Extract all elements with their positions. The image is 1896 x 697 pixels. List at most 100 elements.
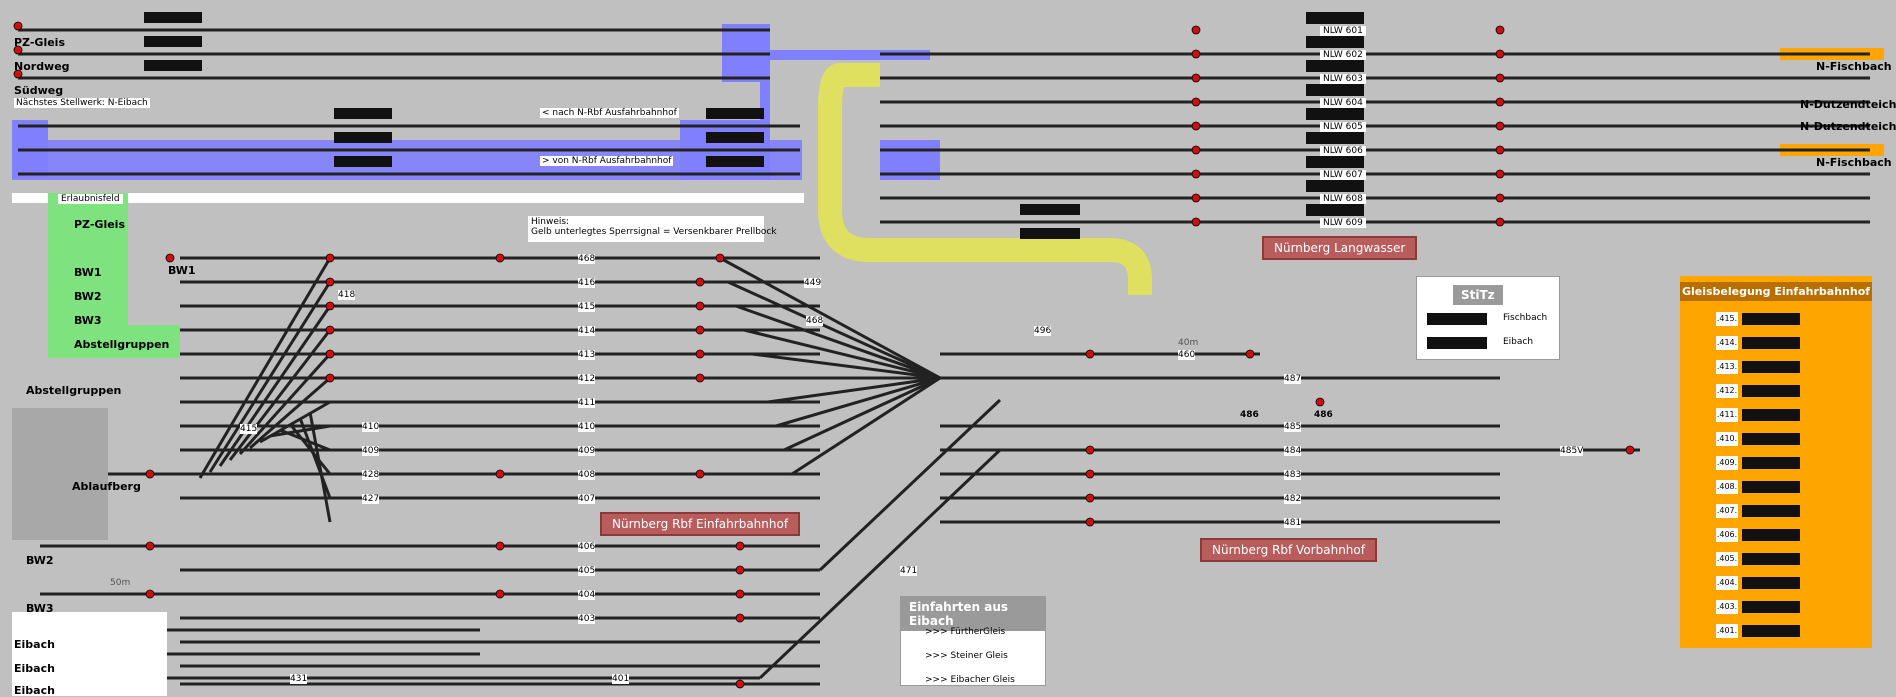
occupancy-indicator (334, 132, 392, 143)
occupancy-indicator (1020, 228, 1080, 239)
erlaubnis-abstellgruppen[interactable]: Abstellgruppen (74, 338, 170, 351)
signal-icon[interactable] (1495, 193, 1505, 203)
signal-icon[interactable] (735, 565, 745, 575)
signal-icon[interactable] (1191, 145, 1201, 155)
nlw-track-label: NLW 608 (1320, 194, 1366, 204)
erlaubnis-bw3[interactable]: BW3 (74, 314, 102, 327)
signal-icon[interactable] (495, 253, 505, 263)
tracks-group (13, 12, 1870, 695)
track-number-431: 431 (290, 674, 308, 684)
signal-icon[interactable] (325, 349, 335, 359)
einfahr-track-number: 404 (578, 590, 596, 600)
track-segment (791, 376, 941, 476)
einfahrten-panel: Einfahrten aus Eibach >>> FürtherGleis >… (900, 596, 1046, 686)
signal-icon[interactable] (695, 349, 705, 359)
signal-icon[interactable] (1495, 217, 1505, 227)
signal-icon[interactable] (1495, 121, 1505, 131)
dest-fischbach-2: N-Fischbach (1816, 156, 1892, 169)
signal-icon[interactable] (325, 253, 335, 263)
signal-icon[interactable] (13, 45, 23, 55)
signal-icon[interactable] (715, 253, 725, 263)
signal-icon[interactable] (145, 589, 155, 599)
occupancy-indicator (144, 60, 202, 71)
signal-icon[interactable] (1495, 49, 1505, 59)
gleisbelegung-indicator (1742, 361, 1800, 373)
occupancy-indicator (334, 108, 392, 119)
signal-icon[interactable] (165, 253, 175, 263)
signal-icon[interactable] (325, 373, 335, 383)
track-segment (198, 257, 332, 479)
signal-icon[interactable] (1191, 73, 1201, 83)
signal-icon[interactable] (325, 277, 335, 287)
nlw-track-label: NLW 602 (1320, 50, 1366, 60)
einfahrt-fuerther-gleis[interactable]: >>> FürtherGleis (925, 627, 1006, 637)
track-segment (308, 411, 332, 523)
nlw-track-label: NLW 604 (1320, 98, 1366, 108)
signal-icon[interactable] (735, 613, 745, 623)
gleisbelegung-indicator (1742, 409, 1800, 421)
signal-icon[interactable] (1191, 169, 1201, 179)
einfahrt-eibacher-gleis[interactable]: >>> Eibacher Gleis (925, 675, 1015, 685)
signal-icon[interactable] (1085, 469, 1095, 479)
signal-icon[interactable] (1495, 169, 1505, 179)
gleisbelegung-track-number: .404. (1716, 576, 1738, 590)
erlaubnis-bw1[interactable]: BW1 (74, 266, 102, 279)
distance-40m: 40m (1178, 338, 1199, 348)
vorbahnhof-track-number: 487 (1284, 374, 1302, 384)
signal-icon[interactable] (1625, 445, 1635, 455)
signal-icon[interactable] (145, 541, 155, 551)
einfahr-track-number: 411 (578, 398, 596, 408)
track-segment (758, 448, 1002, 680)
signal-icon[interactable] (495, 541, 505, 551)
signal-icon[interactable] (13, 21, 23, 31)
signal-icon[interactable] (695, 469, 705, 479)
signal-icon[interactable] (1495, 25, 1505, 35)
dest-fischbach-1: N-Fischbach (1816, 60, 1892, 73)
signal-icon[interactable] (695, 325, 705, 335)
gleisbelegung-indicator (1742, 625, 1800, 637)
signal-icon[interactable] (1191, 193, 1201, 203)
gleisbelegung-indicator (1742, 553, 1800, 565)
signal-icon[interactable] (495, 589, 505, 599)
track-segment (228, 329, 332, 461)
occupancy-indicator (144, 36, 202, 47)
signal-icon[interactable] (13, 69, 23, 79)
signal-icon[interactable] (695, 373, 705, 383)
track-number-485v: 485V (1560, 446, 1584, 456)
signal-icon[interactable] (1245, 349, 1255, 359)
signal-icon[interactable] (1191, 217, 1201, 227)
signal-icon[interactable] (1495, 145, 1505, 155)
signal-icon[interactable] (1191, 25, 1201, 35)
signal-icon[interactable] (695, 301, 705, 311)
einfahrt-steiner-gleis[interactable]: >>> Steiner Gleis (925, 651, 1008, 661)
signal-icon[interactable] (325, 325, 335, 335)
blue-route-highlight (680, 50, 930, 180)
erlaubnis-bw2[interactable]: BW2 (74, 290, 102, 303)
track-number-449: 449 (804, 278, 822, 288)
nlw-occupancy-indicator (1306, 204, 1364, 216)
track-number-427: 427 (362, 494, 380, 504)
signal-icon[interactable] (495, 469, 505, 479)
signal-icon[interactable] (735, 541, 745, 551)
signal-icon[interactable] (735, 679, 745, 689)
signal-icon[interactable] (1315, 397, 1325, 407)
gleisbelegung-track-number: .410. (1716, 432, 1738, 446)
signal-icon[interactable] (1085, 349, 1095, 359)
erlaubnis-pz-gleis[interactable]: PZ-Gleis (74, 218, 125, 231)
signal-icon[interactable] (1085, 517, 1095, 527)
signal-icon[interactable] (325, 301, 335, 311)
signal-icon[interactable] (1495, 97, 1505, 107)
signal-icon[interactable] (1495, 73, 1505, 83)
track-number-428: 428 (362, 470, 380, 480)
signal-icon[interactable] (1191, 97, 1201, 107)
nlw-occupancy-indicator (1306, 12, 1364, 24)
signal-icon[interactable] (1191, 49, 1201, 59)
signal-icon[interactable] (1085, 493, 1095, 503)
signal-icon[interactable] (695, 277, 705, 287)
signal-icon[interactable] (1191, 121, 1201, 131)
signal-icon[interactable] (145, 469, 155, 479)
signal-icon[interactable] (1085, 445, 1095, 455)
track-segment (767, 376, 941, 404)
signal-icon[interactable] (735, 589, 745, 599)
